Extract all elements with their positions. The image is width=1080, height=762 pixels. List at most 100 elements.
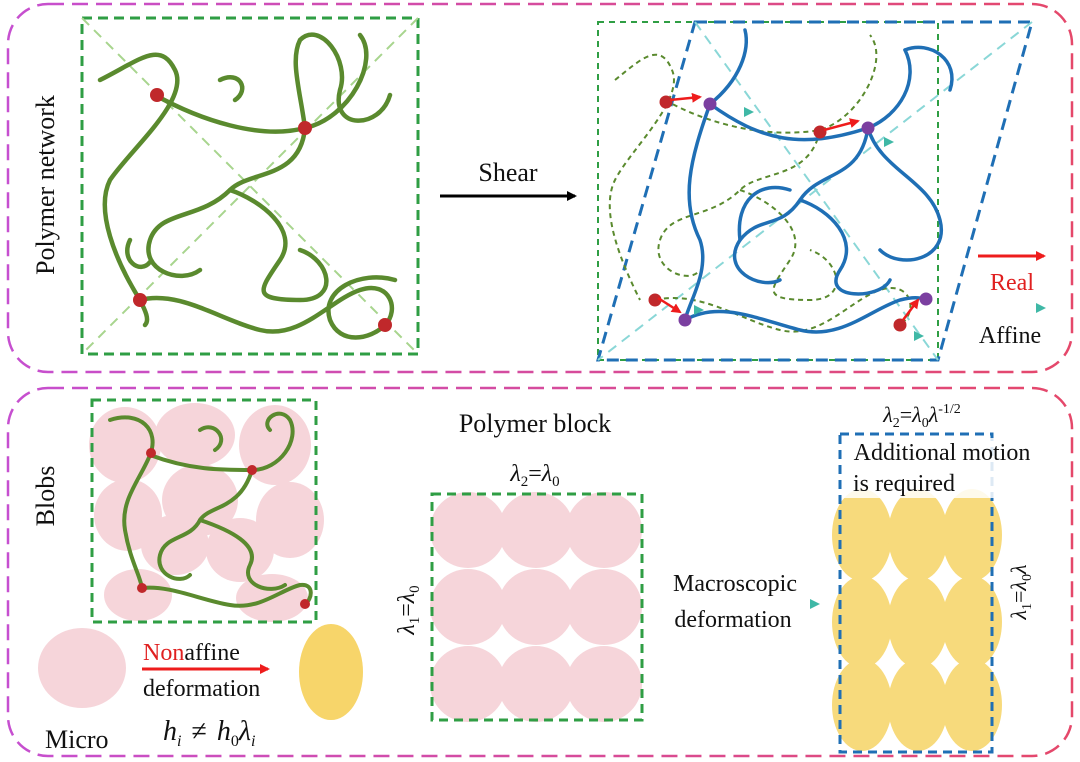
polymer-network-label: Polymer network: [31, 95, 60, 275]
nonaffine-prefix: Non: [143, 640, 184, 666]
crosslink-original: [813, 125, 827, 139]
micro-blob-pink: [38, 628, 126, 708]
is-required-label: is required: [853, 471, 955, 497]
eq-i-sub: i: [251, 733, 255, 750]
original-chain-ghost: [657, 129, 821, 277]
polymer-block-title: Polymer block: [459, 409, 611, 438]
lambda1-right-lhs: λ: [1006, 610, 1031, 621]
crosslink-original: [893, 318, 907, 332]
polymer-chain: [125, 237, 153, 270]
lambda2-left-rsub: 0: [552, 474, 560, 490]
lambda2-right-sub: 2: [893, 416, 900, 431]
polymer-chain: [293, 32, 393, 131]
polymer-chain: [148, 411, 295, 473]
pink-blob: [430, 646, 506, 722]
pink-blob: [498, 569, 574, 645]
nonaffine-rest: affine: [184, 640, 240, 666]
polymer-chain: [108, 415, 155, 590]
nonaffine-label: Nonaffine: [143, 640, 240, 666]
legend-real-label: Real: [990, 270, 1034, 296]
sheared-chain: [708, 28, 748, 106]
crosslink-point: [146, 448, 156, 458]
blob: [256, 482, 324, 558]
nonaffine-deformation-label: deformation: [143, 676, 260, 702]
yellow-block: [832, 432, 1002, 754]
sheared-network: [596, 20, 1034, 362]
yellow-blob: [888, 576, 948, 668]
sheared-chain: [683, 102, 712, 322]
crosslink-point: [378, 318, 392, 332]
diagonal-line: [597, 21, 1033, 361]
shear-label: Shear: [478, 158, 538, 187]
lambda2-right-lhs: λ: [882, 402, 893, 427]
pink-blob: [430, 569, 506, 645]
sheared-chain: [798, 198, 892, 296]
blobs-label: Blobs: [31, 466, 60, 527]
yellow-blob: [832, 489, 892, 581]
original-chain-ghost: [608, 53, 675, 301]
lambda2-left-sub: 2: [521, 474, 529, 490]
lambda1-right-tail: λ: [1006, 564, 1031, 575]
blob-network-box: [90, 398, 318, 624]
lambda1-left-lhs: λ: [394, 624, 420, 635]
crosslink-moved: [919, 292, 933, 306]
polymer-chain: [217, 75, 245, 103]
pink-blob: [566, 646, 642, 722]
blob: [104, 569, 172, 621]
eq-zero: 0: [231, 733, 239, 750]
real-arrow: [823, 118, 860, 132]
real-arrow: [669, 92, 702, 103]
polymer-chain: [97, 52, 180, 328]
lambda1-right: λ1=λ0λ: [1006, 564, 1035, 620]
yellow-blob: [942, 489, 1002, 581]
crosslink-original: [648, 293, 662, 307]
sheared-chain: [732, 126, 870, 285]
blob-network: [89, 398, 324, 624]
pink-blob: [566, 569, 642, 645]
nonaffine-equation: hi≠h0λi: [163, 716, 255, 750]
top-panel-frame: [6, 2, 1074, 374]
original-chain-ghost: [739, 189, 838, 302]
crosslink-moved: [678, 313, 692, 327]
micro-blob-yellow: [299, 624, 363, 720]
yellow-blob: [888, 489, 948, 581]
sheared-chain: [866, 126, 944, 262]
original-chain-ghost: [664, 34, 878, 134]
sheared-chain: [683, 296, 927, 334]
lambda2-right: λ2=λ0λ-1/2: [882, 402, 961, 431]
diagonal-line: [81, 17, 419, 355]
eq-h0: h: [217, 716, 231, 747]
polymer-chain: [140, 582, 313, 608]
original-network-box: [80, 16, 420, 356]
crosslink-moved: [861, 121, 875, 135]
yellow-blob: [942, 576, 1002, 668]
eq-i: i: [177, 733, 181, 750]
crosslink-moved: [703, 97, 717, 111]
micro-label: Micro: [45, 725, 109, 754]
reference-box: [597, 21, 939, 361]
lambda1-right-eq: =: [1006, 591, 1031, 603]
lambda2-right-rhs: λ: [911, 402, 922, 427]
crosslink-point: [137, 583, 147, 593]
macroscopic-label: Macroscopic: [673, 571, 797, 597]
crosslink-point: [150, 88, 164, 102]
original-network: [80, 16, 420, 356]
macro-deformation-label: deformation: [674, 607, 791, 633]
polymer-chain: [198, 518, 287, 591]
real-arrow: [902, 298, 920, 321]
polymer-chain: [198, 425, 224, 452]
crosslink-point: [300, 599, 310, 609]
lambda2-left: λ2=λ0: [509, 461, 559, 490]
yellow-blob: [832, 659, 892, 751]
crosslink-point: [298, 121, 312, 135]
eq-h: h: [163, 716, 177, 747]
yellow-blob: [888, 659, 948, 751]
blob: [155, 403, 235, 467]
lambda2-right-sup: -1/2: [938, 402, 961, 417]
lambda2-left-lhs: λ: [509, 461, 520, 487]
lambda1-left-rhs: λ: [394, 593, 420, 604]
pink-blob: [498, 646, 574, 722]
eq-lambda: λ: [238, 716, 251, 747]
additional-motion-label: Additional motion: [854, 440, 1031, 466]
